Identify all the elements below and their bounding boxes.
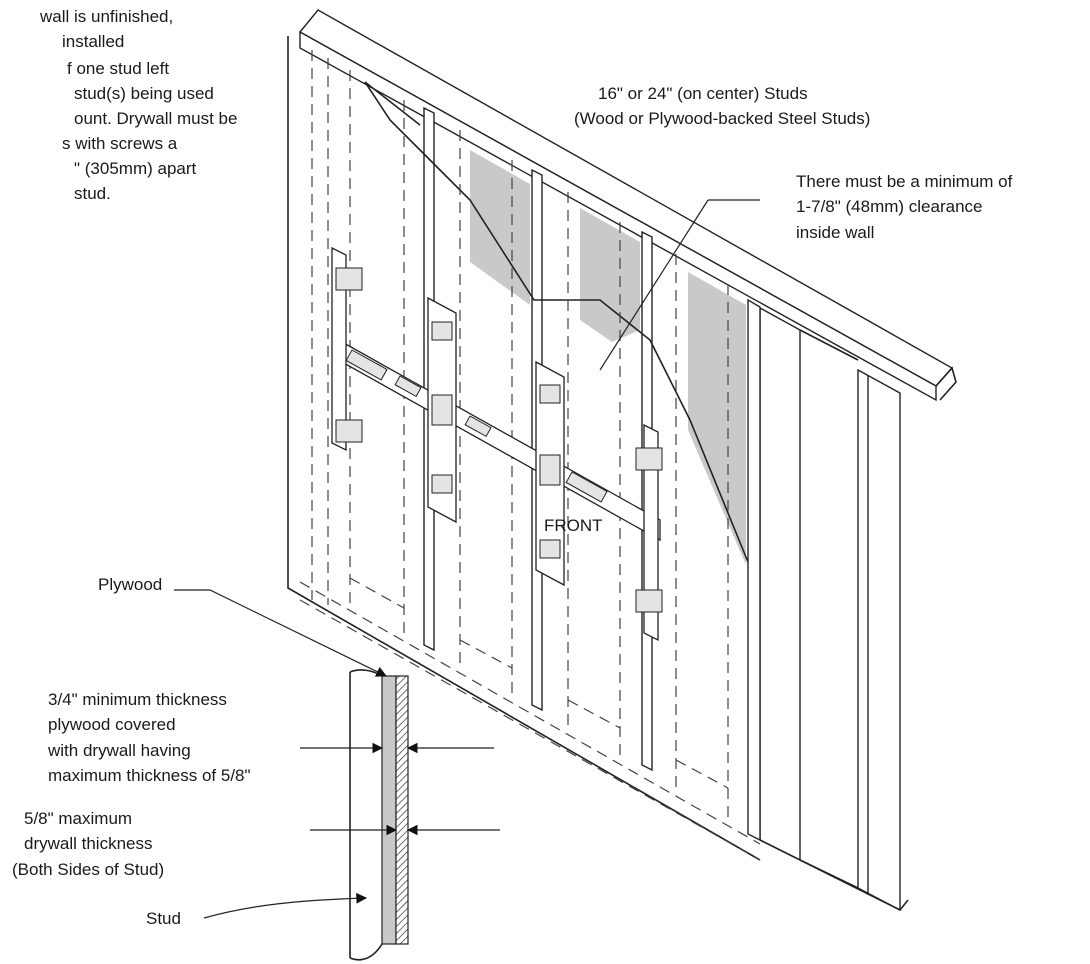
front-label: FRONT (544, 516, 603, 535)
clearance-label: inside wall (796, 223, 874, 242)
note-line: f one stud left (67, 59, 169, 78)
wall-left-edge (287, 36, 761, 861)
clearance-label: 1-7/8" (48mm) clearance (796, 197, 983, 216)
end-stud-right (857, 368, 901, 912)
studs-label: 16" or 24" (on center) Studs (598, 84, 808, 103)
drywall-cut-edge (364, 81, 749, 563)
vertical-bracket-4 (643, 423, 659, 642)
stud-d (747, 298, 761, 842)
drywall-label: (Both Sides of Stud) (12, 860, 164, 879)
leaders (174, 199, 760, 919)
plywood-thickness-label: with drywall having (47, 741, 191, 760)
stud-section-detail (349, 669, 409, 961)
horizontal-rail (341, 340, 661, 542)
vertical-bracket-1 (331, 246, 347, 452)
plywood-leader (174, 589, 387, 677)
note-line: s with screws a (62, 134, 178, 153)
end-stud-inner (759, 306, 801, 862)
note-line: ount. Drywall must be (74, 109, 237, 128)
insulation-2 (580, 208, 640, 342)
note-line: stud. (74, 184, 111, 203)
stud-label: Stud (146, 909, 181, 928)
plywood-label: Plywood (98, 575, 162, 594)
clearance-leader (599, 199, 709, 371)
drywall-label: drywall thickness (24, 834, 153, 853)
note-line: " (305mm) apart (74, 159, 197, 178)
plywood-thickness-label: 3/4" minimum thickness (48, 690, 227, 709)
top-plate-end (935, 366, 957, 401)
plywood-layer (381, 675, 397, 945)
insulation-3 (688, 272, 746, 565)
studs-label: (Wood or Plywood-backed Steel Studs) (574, 109, 870, 128)
note-line: installed (62, 32, 124, 51)
stud-leader (203, 892, 368, 919)
drywall-label: 5/8" maximum (24, 809, 132, 828)
top-left-note: wall is unfinished, installed f one stud… (39, 7, 237, 203)
mount-bracket-assembly (331, 246, 663, 642)
wall-frame (287, 9, 957, 912)
note-line: stud(s) being used (74, 84, 214, 103)
note-line: wall is unfinished, (39, 7, 173, 26)
insulation-1 (470, 150, 530, 305)
drywall-layer (395, 675, 409, 945)
plywood-thickness-label: maximum thickness of 5/8" (48, 766, 251, 785)
plywood-thickness-label: plywood covered (48, 715, 176, 734)
top-plate-front (299, 30, 937, 402)
clearance-label: There must be a minimum of (796, 172, 1013, 191)
